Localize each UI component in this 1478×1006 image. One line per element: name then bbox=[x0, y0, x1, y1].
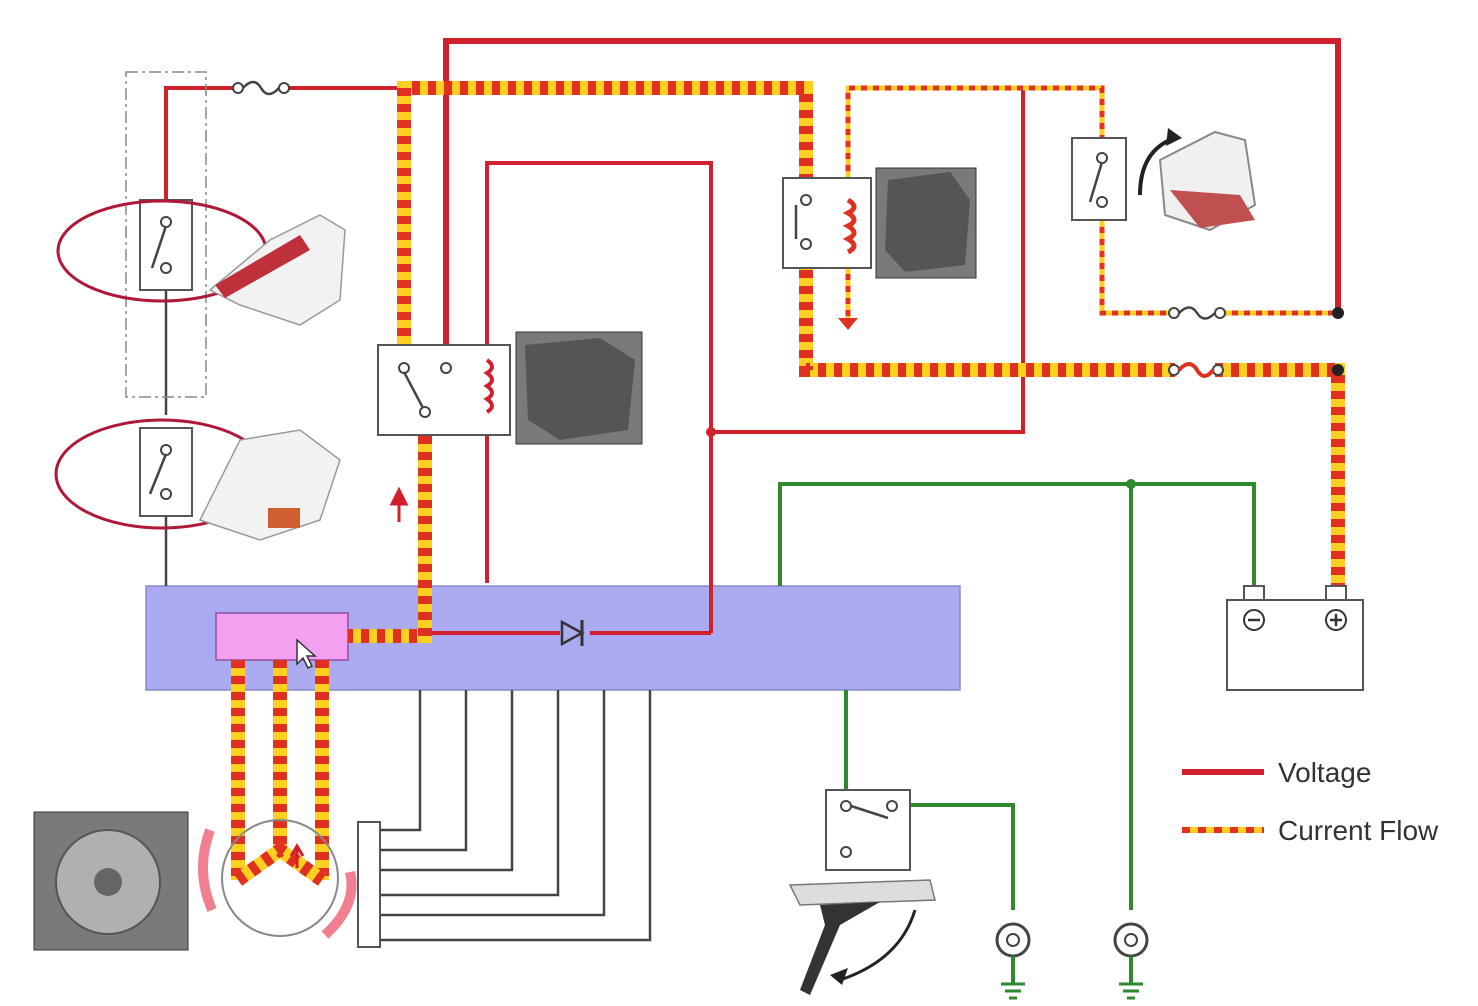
legend-voltage-label: Voltage bbox=[1278, 757, 1371, 788]
legend: Voltage Current Flow bbox=[1182, 757, 1439, 846]
diode-icon bbox=[560, 619, 585, 647]
ground-icon bbox=[995, 922, 1031, 1000]
connector-plug bbox=[357, 821, 381, 948]
sidestand-switch-icon bbox=[825, 789, 911, 871]
ground-icon bbox=[1113, 922, 1149, 1000]
junction-node bbox=[706, 427, 716, 437]
current-up-arrow-icon bbox=[389, 486, 409, 522]
junction-node bbox=[1126, 479, 1136, 489]
start-button-icon bbox=[139, 427, 193, 517]
starter-relay-icon bbox=[377, 344, 511, 436]
battery-icon bbox=[1226, 585, 1364, 691]
voltage-wires bbox=[164, 38, 1341, 635]
fuel-pump-relay-photo-detail bbox=[885, 172, 970, 272]
ecu-module bbox=[215, 612, 349, 661]
sidestand-photo bbox=[788, 879, 936, 995]
cursor-icon bbox=[296, 638, 317, 670]
current-flow-wires bbox=[231, 81, 1345, 886]
fuse-icon bbox=[1168, 306, 1226, 320]
ground-wires bbox=[778, 482, 1256, 910]
starter-relay-photo-detail bbox=[525, 338, 635, 440]
handlebar-switch-housing bbox=[125, 71, 207, 398]
fuse-icon bbox=[1168, 362, 1224, 378]
kill-switch-icon bbox=[139, 199, 193, 291]
signal-wires bbox=[164, 290, 652, 942]
ignition-switch-icon bbox=[1071, 137, 1127, 221]
alternator-photo-hub bbox=[94, 868, 122, 896]
legend-current-label: Current Flow bbox=[1278, 815, 1439, 846]
fuel-pump-relay-icon bbox=[782, 177, 872, 269]
junction-node bbox=[1332, 307, 1344, 319]
stator-icon bbox=[198, 819, 357, 939]
main-fuse-icon bbox=[232, 80, 290, 96]
ignition-key-photo bbox=[1138, 128, 1257, 232]
junction-node bbox=[1332, 364, 1344, 376]
fuel-pump-flow-wires bbox=[845, 85, 1338, 318]
ground-arrow-icon bbox=[838, 318, 858, 330]
handlebar-switch-photo bbox=[198, 214, 346, 541]
